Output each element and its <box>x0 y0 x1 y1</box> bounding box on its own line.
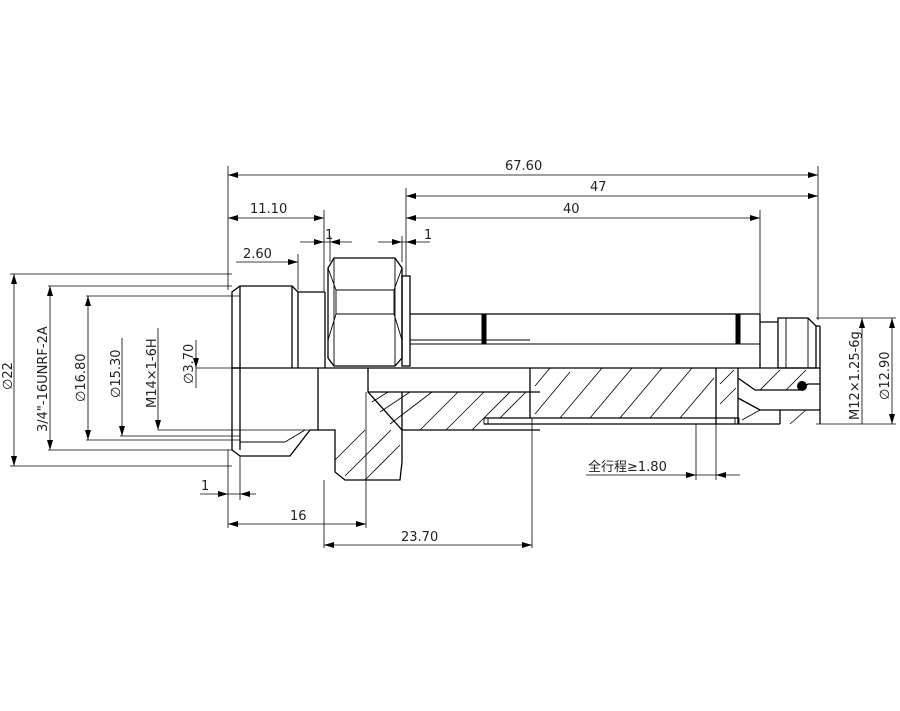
dimension-lines <box>11 172 895 548</box>
dim-overall-length: 67.60 <box>505 159 542 174</box>
dim-dia-3-70: ∅3.70 <box>182 344 197 384</box>
part-outline <box>231 257 821 481</box>
dim-thread-m12: M12×1.25-6g <box>848 331 863 420</box>
dim-hex-offset: 11.10 <box>250 202 287 217</box>
dim-hex-chamfer: 1 <box>325 228 333 243</box>
dim-full-stroke: 全行程≥1.80 <box>588 459 667 475</box>
extension-lines <box>10 166 896 548</box>
dim-length-23-70: 23.70 <box>401 530 438 545</box>
dimension-labels: 67.60 47 40 11.10 1 1 2.60 ∅22 3/4"-16UN… <box>1 159 893 545</box>
dim-thread-m14: M14×1-6H <box>145 338 160 408</box>
dim-flange: 1 <box>424 228 432 243</box>
dim-thread-unrf: 3/4"-16UNRF-2A <box>36 326 51 432</box>
dim-length-16: 16 <box>290 509 307 524</box>
dim-length-47: 47 <box>590 180 607 195</box>
dim-length-40: 40 <box>563 202 580 217</box>
dim-edge-1: 1 <box>201 479 209 494</box>
section-hatching <box>334 367 807 481</box>
dim-dia-15-30: ∅15.30 <box>109 349 124 398</box>
dim-dia-12-90: ∅12.90 <box>878 351 893 400</box>
check-ball <box>797 381 807 391</box>
dim-dia-16-80: ∅16.80 <box>74 353 89 402</box>
dim-dia-22: ∅22 <box>1 362 16 390</box>
dim-thread-relief: 2.60 <box>243 247 272 262</box>
